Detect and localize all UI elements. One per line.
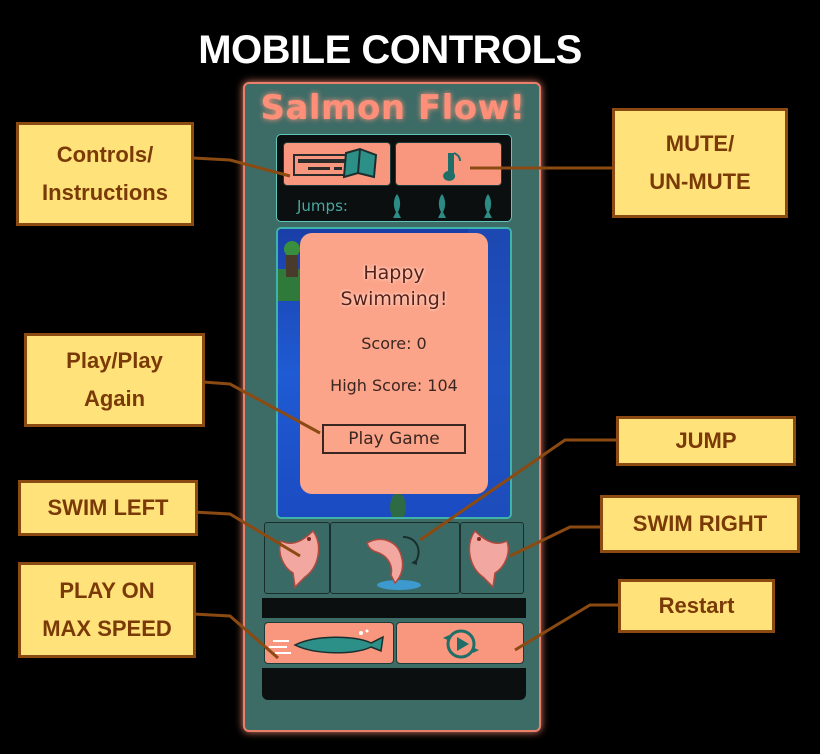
jump-fish-icon xyxy=(438,194,446,218)
bottom-bar xyxy=(262,668,526,700)
callout-jump: JUMP xyxy=(616,416,796,466)
play-game-button[interactable]: Play Game xyxy=(322,424,466,454)
swim-left-button[interactable] xyxy=(264,522,330,594)
restart-button[interactable] xyxy=(396,622,524,664)
keyboard-book-icon xyxy=(293,147,378,179)
jumps-label: Jumps: xyxy=(297,197,348,215)
game-title: Salmon Flow! xyxy=(260,88,526,128)
controls-instructions-button[interactable] xyxy=(283,142,391,186)
callout-mute: MUTE/ UN-MUTE xyxy=(612,108,788,218)
dialog-title: Happy Swimming! xyxy=(340,262,448,310)
salmon-left-icon xyxy=(279,529,320,589)
salmon-right-icon xyxy=(468,529,509,589)
callout-play-again: Play/Play Again xyxy=(24,333,205,427)
callout-restart: Restart xyxy=(618,579,775,633)
music-note-icon xyxy=(443,152,461,181)
jump-button[interactable] xyxy=(330,522,460,594)
page-title: MOBILE CONTROLS xyxy=(198,28,582,72)
high-score-text: High Score: 104 xyxy=(330,376,458,395)
control-gap xyxy=(262,598,526,618)
callout-swim-right: SWIM RIGHT xyxy=(600,495,800,553)
mute-button[interactable] xyxy=(395,142,502,186)
swim-right-button[interactable] xyxy=(460,522,524,594)
max-speed-button[interactable] xyxy=(264,622,394,664)
score-text: Score: 0 xyxy=(361,334,427,353)
callout-controls-instructions: Controls/ Instructions xyxy=(16,122,194,226)
jump-fish-icon xyxy=(393,194,401,218)
fast-fish-icon xyxy=(269,629,384,654)
jump-fish-icon xyxy=(484,194,492,218)
salmon-jump-icon xyxy=(366,536,421,590)
restart-icon xyxy=(443,629,479,659)
callout-max-speed: PLAY ON MAX SPEED xyxy=(18,562,196,658)
callout-swim-left: SWIM LEFT xyxy=(18,480,198,536)
